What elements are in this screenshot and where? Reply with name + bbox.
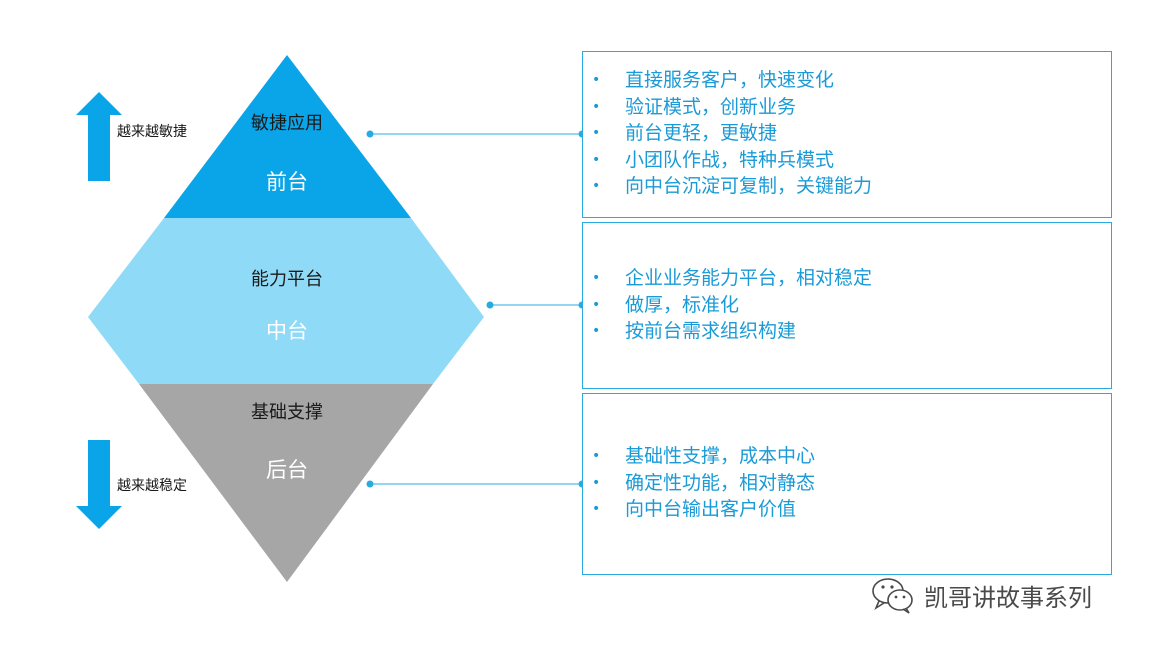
bullet-icon: • bbox=[592, 323, 601, 339]
wechat-icon bbox=[872, 578, 913, 614]
list-item: •企业业务能力平台，相对稳定 bbox=[583, 265, 1111, 292]
bullet-icon: • bbox=[592, 178, 601, 194]
front-connector-start bbox=[366, 130, 374, 138]
watermark-text: 凯哥讲故事系列 bbox=[924, 583, 1092, 612]
list-item: •确定性功能，相对静态 bbox=[583, 470, 1111, 497]
back-layer-name: 后台 bbox=[266, 458, 308, 482]
bullet-icon: • bbox=[592, 98, 601, 115]
middle-layer-shape bbox=[88, 218, 484, 384]
back-description-box: •基础性支撑，成本中心 •确定性功能，相对静态 •向中台输出客户价值 bbox=[582, 393, 1112, 575]
list-item: •做厚，标准化 bbox=[583, 292, 1111, 319]
list-item: •小团队作战，特种兵模式 bbox=[583, 147, 1111, 174]
middle-layer-title: 能力平台 bbox=[251, 269, 323, 290]
front-layer-name: 前台 bbox=[266, 170, 308, 194]
down-arrow-label: 越来越稳定 bbox=[117, 478, 187, 494]
back-connector-start bbox=[366, 480, 374, 488]
bullet-icon: • bbox=[592, 151, 601, 168]
bullet-icon: • bbox=[592, 270, 601, 286]
list-item: •基础性支撑，成本中心 bbox=[583, 443, 1111, 470]
back-layer-shape bbox=[139, 384, 433, 582]
list-item: •向中台沉淀可复制，关键能力 bbox=[583, 173, 1111, 200]
list-item: •前台更轻，更敏捷 bbox=[583, 120, 1111, 147]
list-item: •按前台需求组织构建 bbox=[583, 318, 1111, 345]
up-arrow-label: 越来越敏捷 bbox=[117, 124, 187, 140]
bullet-icon: • bbox=[592, 72, 601, 88]
bullet-icon: • bbox=[592, 501, 601, 517]
watermark: 凯哥讲故事系列 bbox=[870, 575, 1092, 615]
middle-layer-name: 中台 bbox=[266, 319, 308, 343]
bullet-icon: • bbox=[592, 296, 601, 313]
front-layer-shape bbox=[164, 55, 411, 218]
list-item: •直接服务客户，快速变化 bbox=[583, 67, 1111, 94]
list-item: •向中台输出客户价值 bbox=[583, 496, 1111, 523]
bullet-icon: • bbox=[592, 125, 601, 141]
bullet-icon: • bbox=[592, 474, 601, 491]
down-arrow-icon bbox=[76, 440, 122, 529]
front-layer-title: 敏捷应用 bbox=[251, 113, 323, 134]
middle-description-box: •企业业务能力平台，相对稳定 •做厚，标准化 •按前台需求组织构建 bbox=[582, 222, 1112, 389]
back-layer-title: 基础支撑 bbox=[251, 402, 323, 423]
front-description-box: •直接服务客户，快速变化 •验证模式，创新业务 •前台更轻，更敏捷 •小团队作战… bbox=[582, 51, 1112, 218]
list-item: •验证模式，创新业务 bbox=[583, 94, 1111, 121]
bullet-icon: • bbox=[592, 448, 601, 464]
middle-connector-start bbox=[486, 301, 494, 309]
up-arrow-icon bbox=[76, 92, 122, 181]
